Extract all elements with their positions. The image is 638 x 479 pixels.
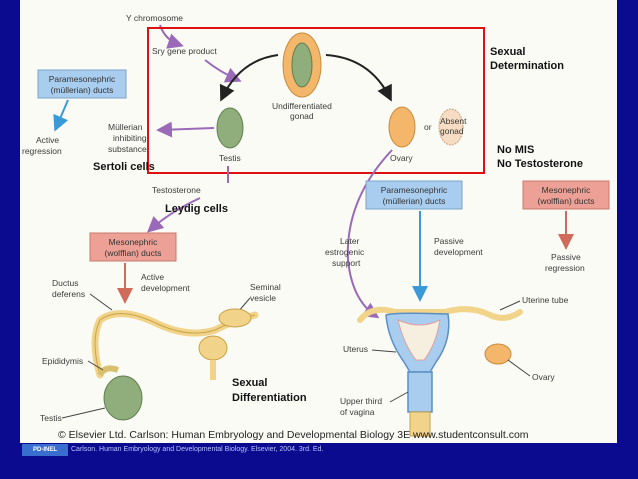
credit-bar	[20, 443, 617, 457]
sry-arrow	[204, 59, 242, 83]
passive-regression-line1: Passive	[551, 252, 581, 262]
passive-regression-line2: regression	[545, 263, 585, 273]
estrogenic-support-arrow	[346, 149, 393, 319]
ovary-bottom-shape	[484, 343, 512, 365]
copyright-line: © Elsevier Ltd. Carlson: Human Embryolog…	[58, 429, 529, 441]
to-testis-arrow	[219, 54, 279, 102]
upper-third-pointer	[389, 391, 409, 403]
y-chromosome-label: Y chromosome	[126, 13, 183, 23]
undifferentiated-gonad-inner	[291, 42, 313, 88]
absent-gonad-label: gonad	[440, 126, 464, 136]
uterus-cavity	[397, 319, 441, 361]
gonad-label: gonad	[290, 111, 314, 121]
paramesonephric-right-line1: Paramesonephric	[381, 185, 448, 195]
upper-third-line1: Upper third	[340, 396, 382, 406]
mesonephric-right-line1: Mesonephric	[542, 185, 591, 195]
mesonephric-left-box	[89, 232, 177, 262]
mis-line2: inhibiting	[113, 133, 147, 143]
later-line3: support	[332, 258, 361, 268]
lower-vagina-shape	[409, 411, 431, 437]
ductus-line1: Ductus	[52, 278, 78, 288]
mesonephric-right-line2: (wolffian) ducts	[537, 196, 594, 206]
active-regression-line1: Active	[36, 135, 59, 145]
ovary-bottom-label: Ovary	[532, 372, 555, 382]
paramesonephric-right-line2: (müllerian) ducts	[383, 196, 446, 206]
absent-gonad-shape	[438, 108, 464, 146]
testosterone-label: Testosterone	[152, 185, 201, 195]
seminal-vesicle-shape	[218, 308, 252, 328]
leydig-label: Leydig cells	[165, 203, 228, 215]
paramesonephric-left-line2: (müllerian) ducts	[51, 85, 114, 95]
ovary-top	[388, 106, 416, 148]
sexual-determination-line1: Sexual	[490, 46, 525, 58]
paramesonephric-left-box	[37, 69, 127, 99]
uterus-label: Uterus	[343, 344, 368, 354]
ductus-pointer	[89, 293, 113, 311]
mesonephric-left-line1: Mesonephric	[109, 237, 158, 247]
upper-vagina-shape	[407, 371, 433, 413]
testis-top	[216, 107, 244, 149]
ovary-bottom-pointer	[507, 359, 531, 377]
testis-bottom-label: Testis	[40, 413, 62, 423]
sexual-differentiation-line2: Differentiation	[232, 392, 307, 404]
sertoli-label: Sertoli cells	[93, 161, 155, 173]
ductus-line2: deferens	[52, 289, 85, 299]
credit-text: Carlson. Human Embryology and Developmen…	[71, 446, 324, 453]
uterine-tube-label: Uterine tube	[522, 295, 569, 305]
sexual-differentiation-line1: Sexual	[232, 377, 267, 389]
sexual-determination-line2: Determination	[490, 60, 564, 72]
paramesonephric-left-line1: Paramesonephric	[49, 74, 116, 84]
mis-line3: substance	[108, 144, 147, 154]
uterus-pointer	[371, 349, 397, 353]
uterine-tube-pointer	[499, 300, 521, 311]
later-line2: estrogenic	[325, 247, 365, 257]
prostate-shape	[198, 335, 228, 361]
epididymis-shape	[97, 365, 120, 377]
absent-label: Absent	[440, 116, 467, 126]
no-testosterone-label: No Testosterone	[497, 158, 583, 170]
sexual-determination-box	[147, 27, 485, 174]
undifferentiated-label: Undifferentiated	[272, 101, 332, 111]
active-regression-arrow	[53, 99, 69, 132]
later-line1: Later	[340, 236, 360, 246]
testis-bottom-shape	[103, 375, 143, 421]
license-badge: PD-INEL	[22, 444, 68, 456]
uterine-tube-shape	[357, 306, 523, 323]
sry-label: Sry gene product	[152, 46, 217, 56]
passive-development-line2: development	[434, 247, 483, 257]
to-ovary-arrow	[325, 54, 392, 102]
mesonephric-right-box	[522, 180, 610, 210]
mis-arrow	[156, 121, 215, 138]
testis-top-label: Testis	[219, 153, 241, 163]
epididymis-label: Epididymis	[42, 356, 83, 366]
ovary-top-label: Ovary	[390, 153, 413, 163]
active-development-line2: development	[141, 283, 190, 293]
testis-bottom-pointer	[61, 407, 106, 419]
seminal-line1: Seminal	[250, 282, 281, 292]
testosterone-arrow	[147, 197, 201, 233]
seminal-line2: vesicle	[250, 293, 276, 303]
epididymis-pointer	[87, 360, 104, 371]
no-mis-label: No MIS	[497, 144, 534, 156]
passive-development-line1: Passive	[434, 236, 464, 246]
mesonephric-left-line2: (wolffian) ducts	[104, 248, 161, 258]
active-development-line1: Active	[141, 272, 164, 282]
paramesonephric-right-box	[365, 180, 463, 210]
or-label: or	[424, 122, 432, 132]
active-regression-line2: regression	[22, 146, 62, 156]
mis-line1: Müllerian	[108, 122, 143, 132]
upper-third-line2: of vagina	[340, 407, 375, 417]
